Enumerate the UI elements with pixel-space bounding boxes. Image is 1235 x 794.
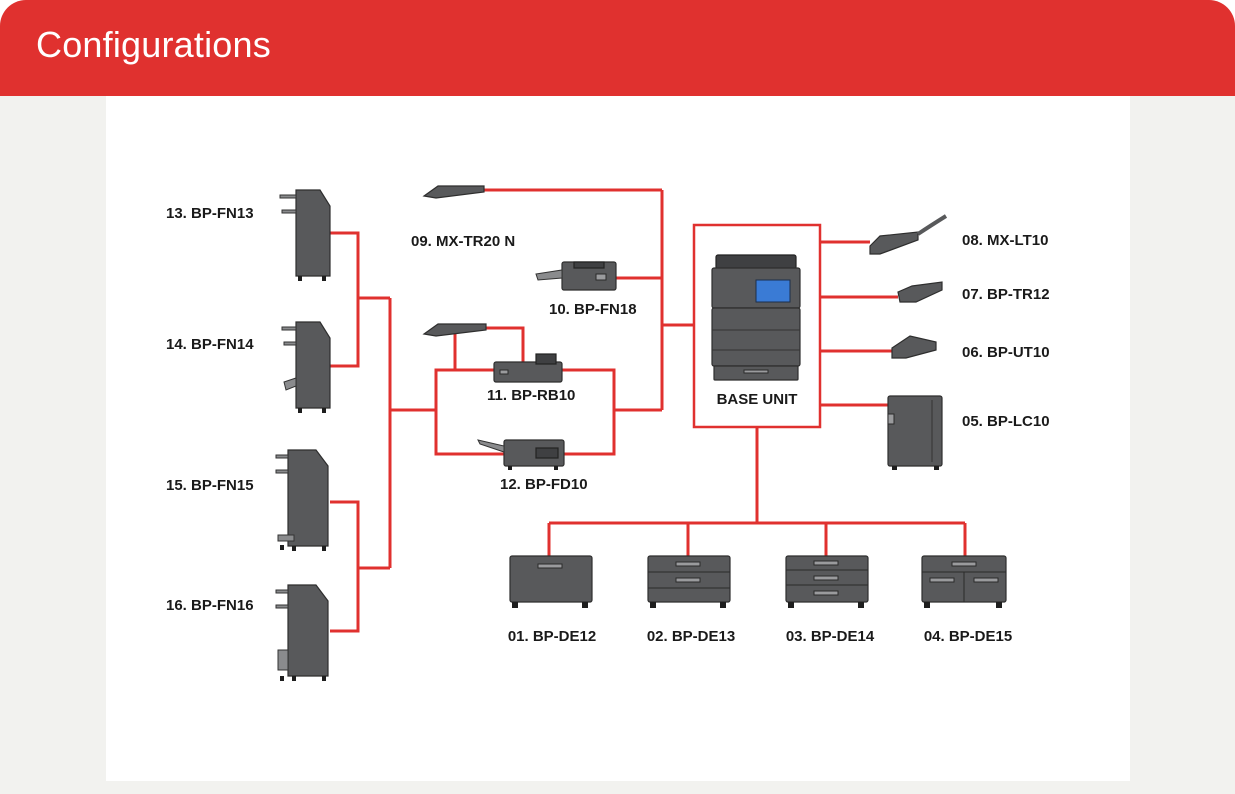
page-title: Configurations [36, 24, 271, 65]
wire-rb10-tray-right [485, 326, 525, 362]
label-fn14: 14. BP-FN14 [166, 336, 254, 353]
fd10-icon [477, 439, 565, 470]
lt10-icon [869, 214, 948, 255]
base-unit-icon [711, 254, 801, 381]
connection-lines [330, 188, 967, 633]
wire-fn13 [330, 231, 360, 298]
label-fn16: 16. BP-FN16 [166, 597, 254, 614]
wire-fn16 [330, 568, 360, 633]
label-rb10: 11. BP-RB10 [487, 387, 575, 404]
label-de15: 04. BP-DE15 [924, 628, 1012, 645]
label-lt10: 08. MX-LT10 [962, 232, 1048, 249]
label-de14: 03. BP-DE14 [786, 628, 875, 645]
tr20n-icon [422, 185, 485, 199]
lc10-icon [887, 395, 943, 470]
label-ut10: 06. BP-UT10 [962, 344, 1050, 361]
label-de12: 01. BP-DE12 [508, 628, 596, 645]
rb10-tray-icon [422, 323, 487, 337]
label-de13: 02. BP-DE13 [647, 628, 735, 645]
fn13-icon [279, 189, 331, 281]
ut10-icon [891, 335, 937, 359]
label-tr12: 07. BP-TR12 [962, 286, 1050, 303]
label-tr20n: 09. MX-TR20 N [411, 233, 515, 250]
fn16-icon [275, 584, 329, 681]
de14-icon [785, 555, 869, 608]
label-lc10: 05. BP-LC10 [962, 413, 1050, 430]
label-fn18: 10. BP-FN18 [549, 301, 637, 318]
fn15-icon [275, 449, 329, 551]
label-fd10: 12. BP-FD10 [500, 476, 588, 493]
wire-fn15 [330, 500, 360, 568]
header-bar: Configurations [0, 0, 1235, 96]
de12-icon [509, 555, 593, 608]
fn14-icon [281, 321, 331, 413]
label-fn13: 13. BP-FN13 [166, 205, 254, 222]
tr12-icon [897, 281, 943, 303]
de15-icon [921, 555, 1007, 608]
diagram-panel [106, 96, 1130, 781]
de13-icon [647, 555, 731, 608]
fn18-icon [535, 261, 617, 291]
rb10-icon [493, 353, 563, 383]
wire-fn14 [330, 298, 360, 368]
label-fn15: 15. BP-FN15 [166, 477, 254, 494]
base-unit-label: BASE UNIT [717, 391, 798, 408]
